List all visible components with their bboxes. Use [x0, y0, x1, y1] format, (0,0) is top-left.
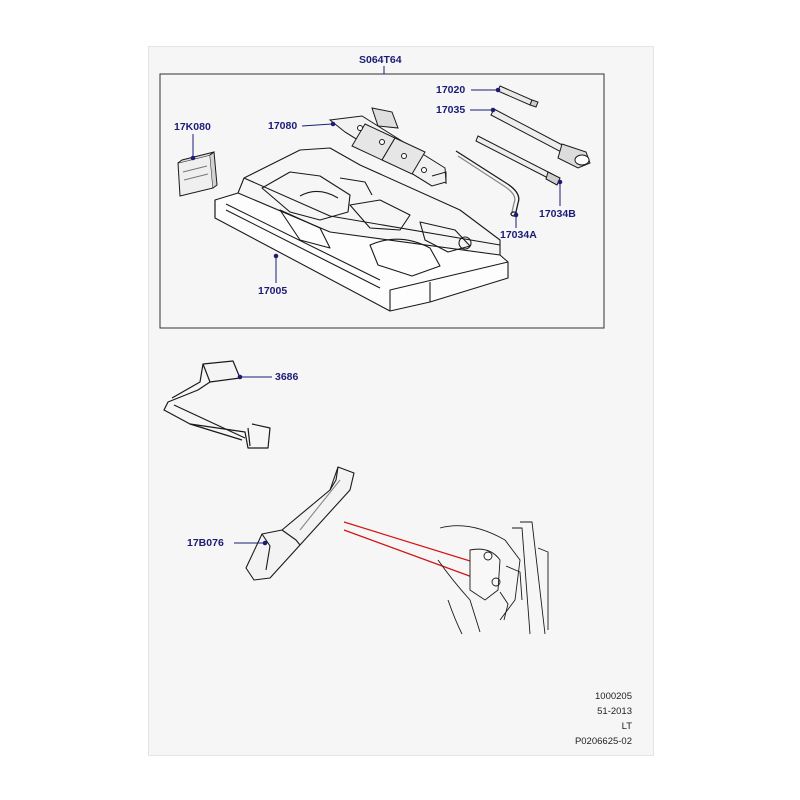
- part-label-17020[interactable]: 17020: [436, 84, 466, 96]
- vehicle-location-inset: [437, 521, 549, 635]
- trim-cover-drawing: [245, 466, 355, 581]
- leader-lines: [190, 87, 563, 546]
- wheel-wrench-drawing: [497, 85, 539, 108]
- footer-reference-number: 1000205: [595, 691, 632, 702]
- part-label-17005[interactable]: 17005: [258, 285, 288, 297]
- retaining-strap-drawing: [163, 360, 271, 449]
- part-label-17080[interactable]: 17080: [268, 120, 298, 132]
- part-label-17B076[interactable]: 17B076: [187, 537, 224, 549]
- spare-wheel-tray-drawing: [214, 147, 509, 312]
- assembly-code-label[interactable]: S064T64: [359, 54, 402, 66]
- part-label-17K080[interactable]: 17K080: [174, 121, 211, 133]
- footer-date-code: 51-2013: [597, 706, 632, 717]
- tool-roll-drawing: [177, 151, 218, 197]
- part-label-3686[interactable]: 3686: [275, 371, 299, 383]
- wheel-brace-drawing: [490, 108, 591, 169]
- extension-bar-drawing: [475, 135, 561, 186]
- part-label-17035[interactable]: 17035: [436, 104, 466, 116]
- jack-drawing: [328, 107, 447, 187]
- part-label-17034B[interactable]: 17034B: [539, 208, 576, 220]
- footer-illustration-id: P0206625-02: [574, 736, 632, 747]
- jack-handle-drawing: [455, 150, 520, 217]
- part-label-17034A[interactable]: 17034A: [500, 229, 537, 241]
- assembly-frame: [159, 73, 605, 329]
- footer-model-code: LT: [621, 721, 632, 732]
